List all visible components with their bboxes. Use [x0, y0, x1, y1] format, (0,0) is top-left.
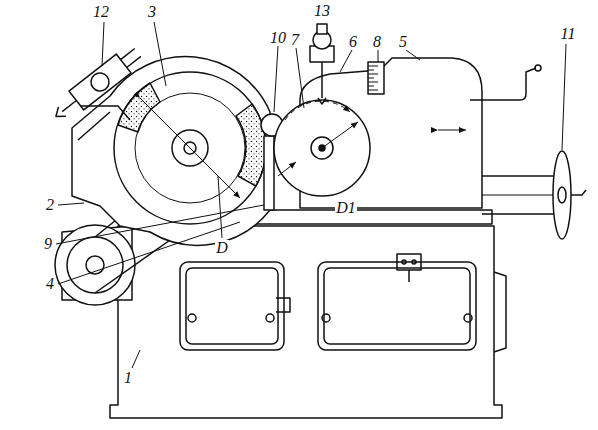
callout-number: 12	[92, 4, 110, 20]
callout-number: 9	[43, 236, 53, 252]
callout-number: 7	[290, 32, 300, 48]
callout-number: 3	[147, 4, 157, 20]
callout-number: D	[215, 240, 229, 256]
callout-number: 11	[560, 26, 577, 42]
callout-number: 10	[269, 30, 287, 46]
callout-number: 4	[45, 276, 55, 292]
callout-number: 13	[313, 3, 331, 19]
callout-number: 6	[348, 34, 358, 50]
callout-number: 2	[45, 197, 55, 213]
callout-number: 1	[123, 370, 133, 386]
callout-number: 5	[398, 34, 408, 50]
callout-number: D1	[335, 200, 357, 216]
callout-number: 8	[372, 34, 382, 50]
